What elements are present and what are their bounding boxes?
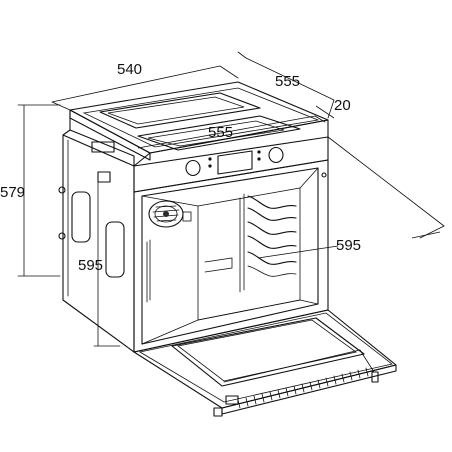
display-panel	[217, 150, 253, 175]
door-vent-grille	[237, 367, 369, 409]
door-glass	[171, 317, 365, 387]
dim-width-top: 540	[117, 61, 142, 78]
dim-side-height: 595	[78, 257, 103, 274]
temperature-knob	[268, 146, 284, 164]
side-vent-upper	[71, 191, 91, 243]
dim-depth-top: 555	[275, 73, 300, 90]
convection-fan	[148, 200, 184, 228]
dim-inner-width: 555	[208, 124, 233, 141]
oven-door-open	[133, 309, 397, 417]
dimension-labels: 540 555 20 555 579 595 595	[0, 61, 361, 274]
dim-diagonal-depth: 595	[336, 237, 361, 254]
oven-top	[62, 81, 329, 183]
dim-front-offset: 20	[334, 97, 351, 114]
dimension-lines	[17, 51, 445, 347]
dim-height-left: 579	[0, 184, 25, 201]
oven-side-panel	[58, 134, 135, 353]
oven-cavity	[133, 159, 329, 353]
function-knob	[185, 159, 201, 177]
side-vent-lower	[105, 221, 125, 278]
shelf-rails	[146, 193, 297, 303]
